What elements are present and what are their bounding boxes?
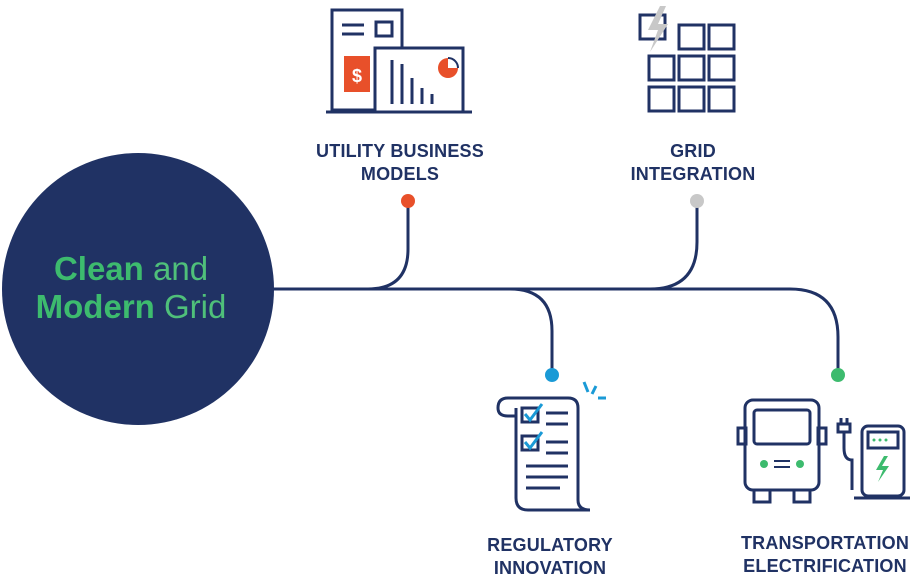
dot-utility-business bbox=[401, 194, 415, 208]
label-regulatory-line1: REGULATORY bbox=[487, 535, 613, 555]
hub-title-modern: Modern bbox=[35, 288, 155, 325]
ev-bus-charger-icon bbox=[736, 398, 910, 504]
connector-utility-business bbox=[340, 204, 410, 291]
connector-lines bbox=[262, 204, 840, 372]
label-grid-integration: GRID INTEGRATION bbox=[598, 140, 788, 186]
hub-title-line1: Clean and bbox=[0, 250, 262, 288]
label-regulatory-line2: INNOVATION bbox=[493, 558, 607, 578]
hub-title: Clean and Modern Grid bbox=[0, 250, 262, 326]
label-transportation-line1: TRANSPORTATION bbox=[740, 533, 910, 553]
connector-transportation bbox=[740, 287, 840, 372]
label-utility-business-line1: UTILITY BUSINESS bbox=[316, 141, 484, 161]
business-report-icon: $ bbox=[326, 8, 472, 114]
hub-title-grid: Grid bbox=[164, 288, 227, 325]
label-utility-business-line2: MODELS bbox=[360, 164, 440, 184]
hub-title-line2: Modern Grid bbox=[0, 288, 262, 326]
hub-title-and: and bbox=[152, 250, 209, 287]
svg-text:$: $ bbox=[352, 66, 362, 86]
grid-panel-icon bbox=[638, 6, 736, 113]
dot-grid-integration bbox=[690, 194, 704, 208]
label-grid-integration-line1: GRID bbox=[670, 141, 716, 161]
connector-grid-integration bbox=[600, 204, 699, 291]
checklist-scroll-icon bbox=[496, 381, 606, 512]
label-utility-business: UTILITY BUSINESS MODELS bbox=[290, 140, 510, 186]
label-grid-integration-line2: INTEGRATION bbox=[630, 164, 756, 184]
lightning-bolt-icon bbox=[648, 6, 668, 52]
dot-transportation bbox=[831, 368, 845, 382]
label-transportation-line2: ELECTRIFICATION bbox=[743, 556, 907, 576]
dot-regulatory bbox=[545, 368, 559, 382]
label-transportation: TRANSPORTATION ELECTRIFICATION bbox=[730, 532, 920, 578]
hub-circle bbox=[2, 153, 274, 425]
label-regulatory: REGULATORY INNOVATION bbox=[460, 534, 640, 580]
connector-regulatory bbox=[470, 287, 554, 372]
hub-title-clean: Clean bbox=[53, 250, 144, 287]
